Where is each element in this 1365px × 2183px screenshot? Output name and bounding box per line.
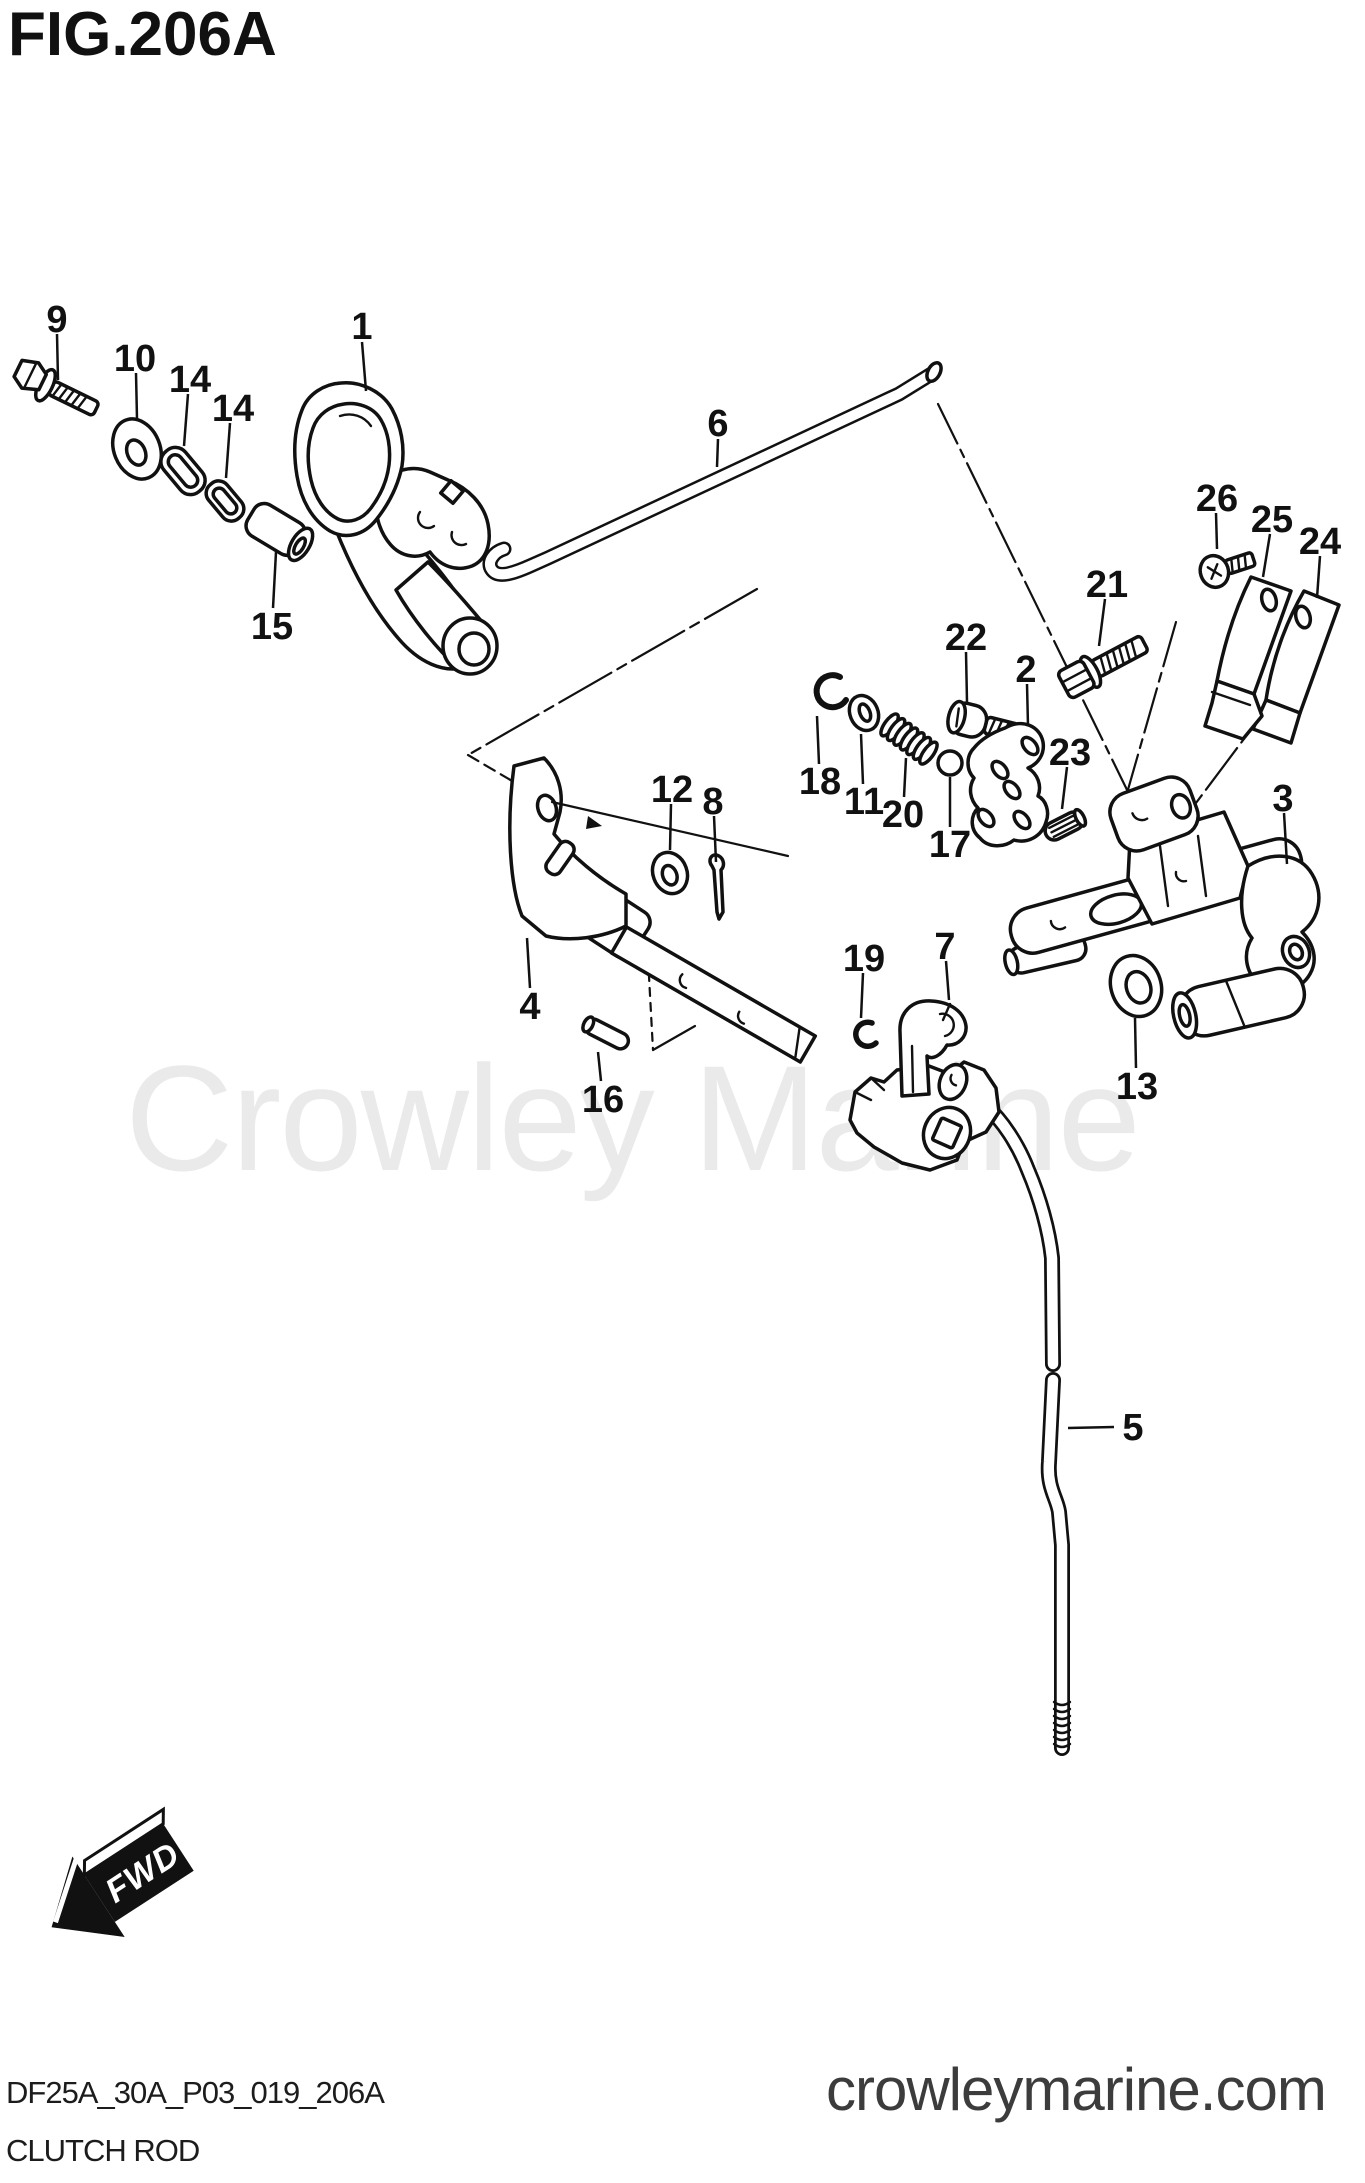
part-callout-25[interactable]: 25 [1251,499,1293,541]
part-callout-1[interactable]: 1 [351,306,372,348]
part-callout-13[interactable]: 13 [1116,1066,1158,1108]
fwd-arrow: FWD [51,1806,194,1938]
figure-name: CLUTCH ROD [6,2133,199,2168]
callout-leader-14 [224,422,232,479]
callout-leader-6 [715,438,720,468]
part-shift-plate-2 [966,721,1050,848]
callout-leader-8 [712,815,718,863]
callout-leader-14 [182,393,190,447]
callout-leader-26 [1214,512,1219,550]
callout-leader-2 [1025,683,1030,727]
part-callout-18[interactable]: 18 [799,761,841,803]
part-callout-24[interactable]: 24 [1299,521,1341,563]
part-hex-bolt-21 [1056,634,1149,700]
part-callout-6[interactable]: 6 [707,403,728,445]
site-url[interactable]: crowleymarine.com [826,2056,1327,2123]
part-callout-12[interactable]: 12 [651,769,693,811]
part-callout-14[interactable]: 14 [169,359,211,401]
callout-leader-24 [1315,555,1322,599]
part-bushing-15 [244,501,315,563]
part-callout-14[interactable]: 14 [212,388,254,430]
part-callout-20[interactable]: 20 [882,794,924,836]
part-ball-17 [936,749,964,777]
part-callout-7[interactable]: 7 [934,926,955,968]
part-shift-bracket-4 [508,756,818,1064]
part-callout-4[interactable]: 4 [519,986,540,1028]
part-washer-10 [110,417,164,481]
callout-leader-23 [1060,766,1069,810]
part-callout-21[interactable]: 21 [1086,564,1128,606]
callout-leader-19 [859,972,865,1019]
callout-leader-7 [944,960,951,1001]
callout-leader-3 [1282,812,1289,865]
callout-leader-16 [596,1051,603,1082]
callout-leader-13 [1133,1017,1138,1069]
part-hex-bolt-9 [12,358,100,417]
callout-leader-25 [1261,533,1272,578]
callout-leader-11 [859,733,865,785]
part-screw-26 [1198,551,1257,590]
part-clutch-rod-5 [976,1094,1072,1756]
fwd-arrow-body [84,1823,194,1922]
part-callout-22[interactable]: 22 [945,617,987,659]
part-callout-15[interactable]: 15 [251,606,293,648]
part-clutch-arm-7 [848,999,1001,1172]
part-clutch-lever-1 [292,381,499,676]
part-callout-16[interactable]: 16 [582,1079,624,1121]
callout-leader-12 [668,803,673,851]
part-ring-14b [204,479,246,523]
part-e-clip-19 [853,1019,879,1049]
callout-leader-21 [1097,598,1107,647]
part-grommet-13 [1108,953,1164,1019]
part-clutch-rod-6 [482,360,943,582]
part-callout-5[interactable]: 5 [1122,1407,1143,1449]
part-bracket-assembly-3 [1003,775,1321,1040]
callout-leader-20 [902,757,908,798]
part-callout-17[interactable]: 17 [929,824,971,866]
part-callout-19[interactable]: 19 [843,938,885,980]
part-callout-3[interactable]: 3 [1272,778,1293,820]
part-washer-12 [650,850,690,896]
fwd-arrow-top-face [82,1806,165,1878]
part-callout-2[interactable]: 2 [1015,649,1036,691]
callout-leader-9 [55,333,60,381]
part-callout-26[interactable]: 26 [1196,478,1238,520]
callout-leader-15 [271,551,278,609]
part-callout-23[interactable]: 23 [1049,732,1091,774]
part-spring-20 [879,712,939,766]
part-pin-16 [581,1015,631,1051]
part-cotter-pin-8 [708,853,726,921]
part-washer-11 [847,693,881,733]
callout-leader-18 [815,715,821,765]
callout-leader-10 [134,372,139,420]
part-ring-14a [159,445,207,497]
part-callout-8[interactable]: 8 [702,781,723,823]
callout-leader-5 [1067,1425,1115,1430]
part-spring-pin-23 [1043,807,1088,842]
part-callout-11[interactable]: 11 [844,781,884,823]
part-callout-9[interactable]: 9 [46,299,67,341]
part-bracket-25 [1203,575,1293,741]
callout-leader-4 [525,937,532,989]
callout-leader-1 [360,341,368,392]
callout-leader-22 [964,651,969,703]
drawing-code: DF25A_30A_P03_019_206A [6,2075,385,2110]
part-snap-ring-18 [813,672,849,711]
figure-title: FIG.206A [8,0,277,69]
part-callout-10[interactable]: 10 [114,338,156,380]
